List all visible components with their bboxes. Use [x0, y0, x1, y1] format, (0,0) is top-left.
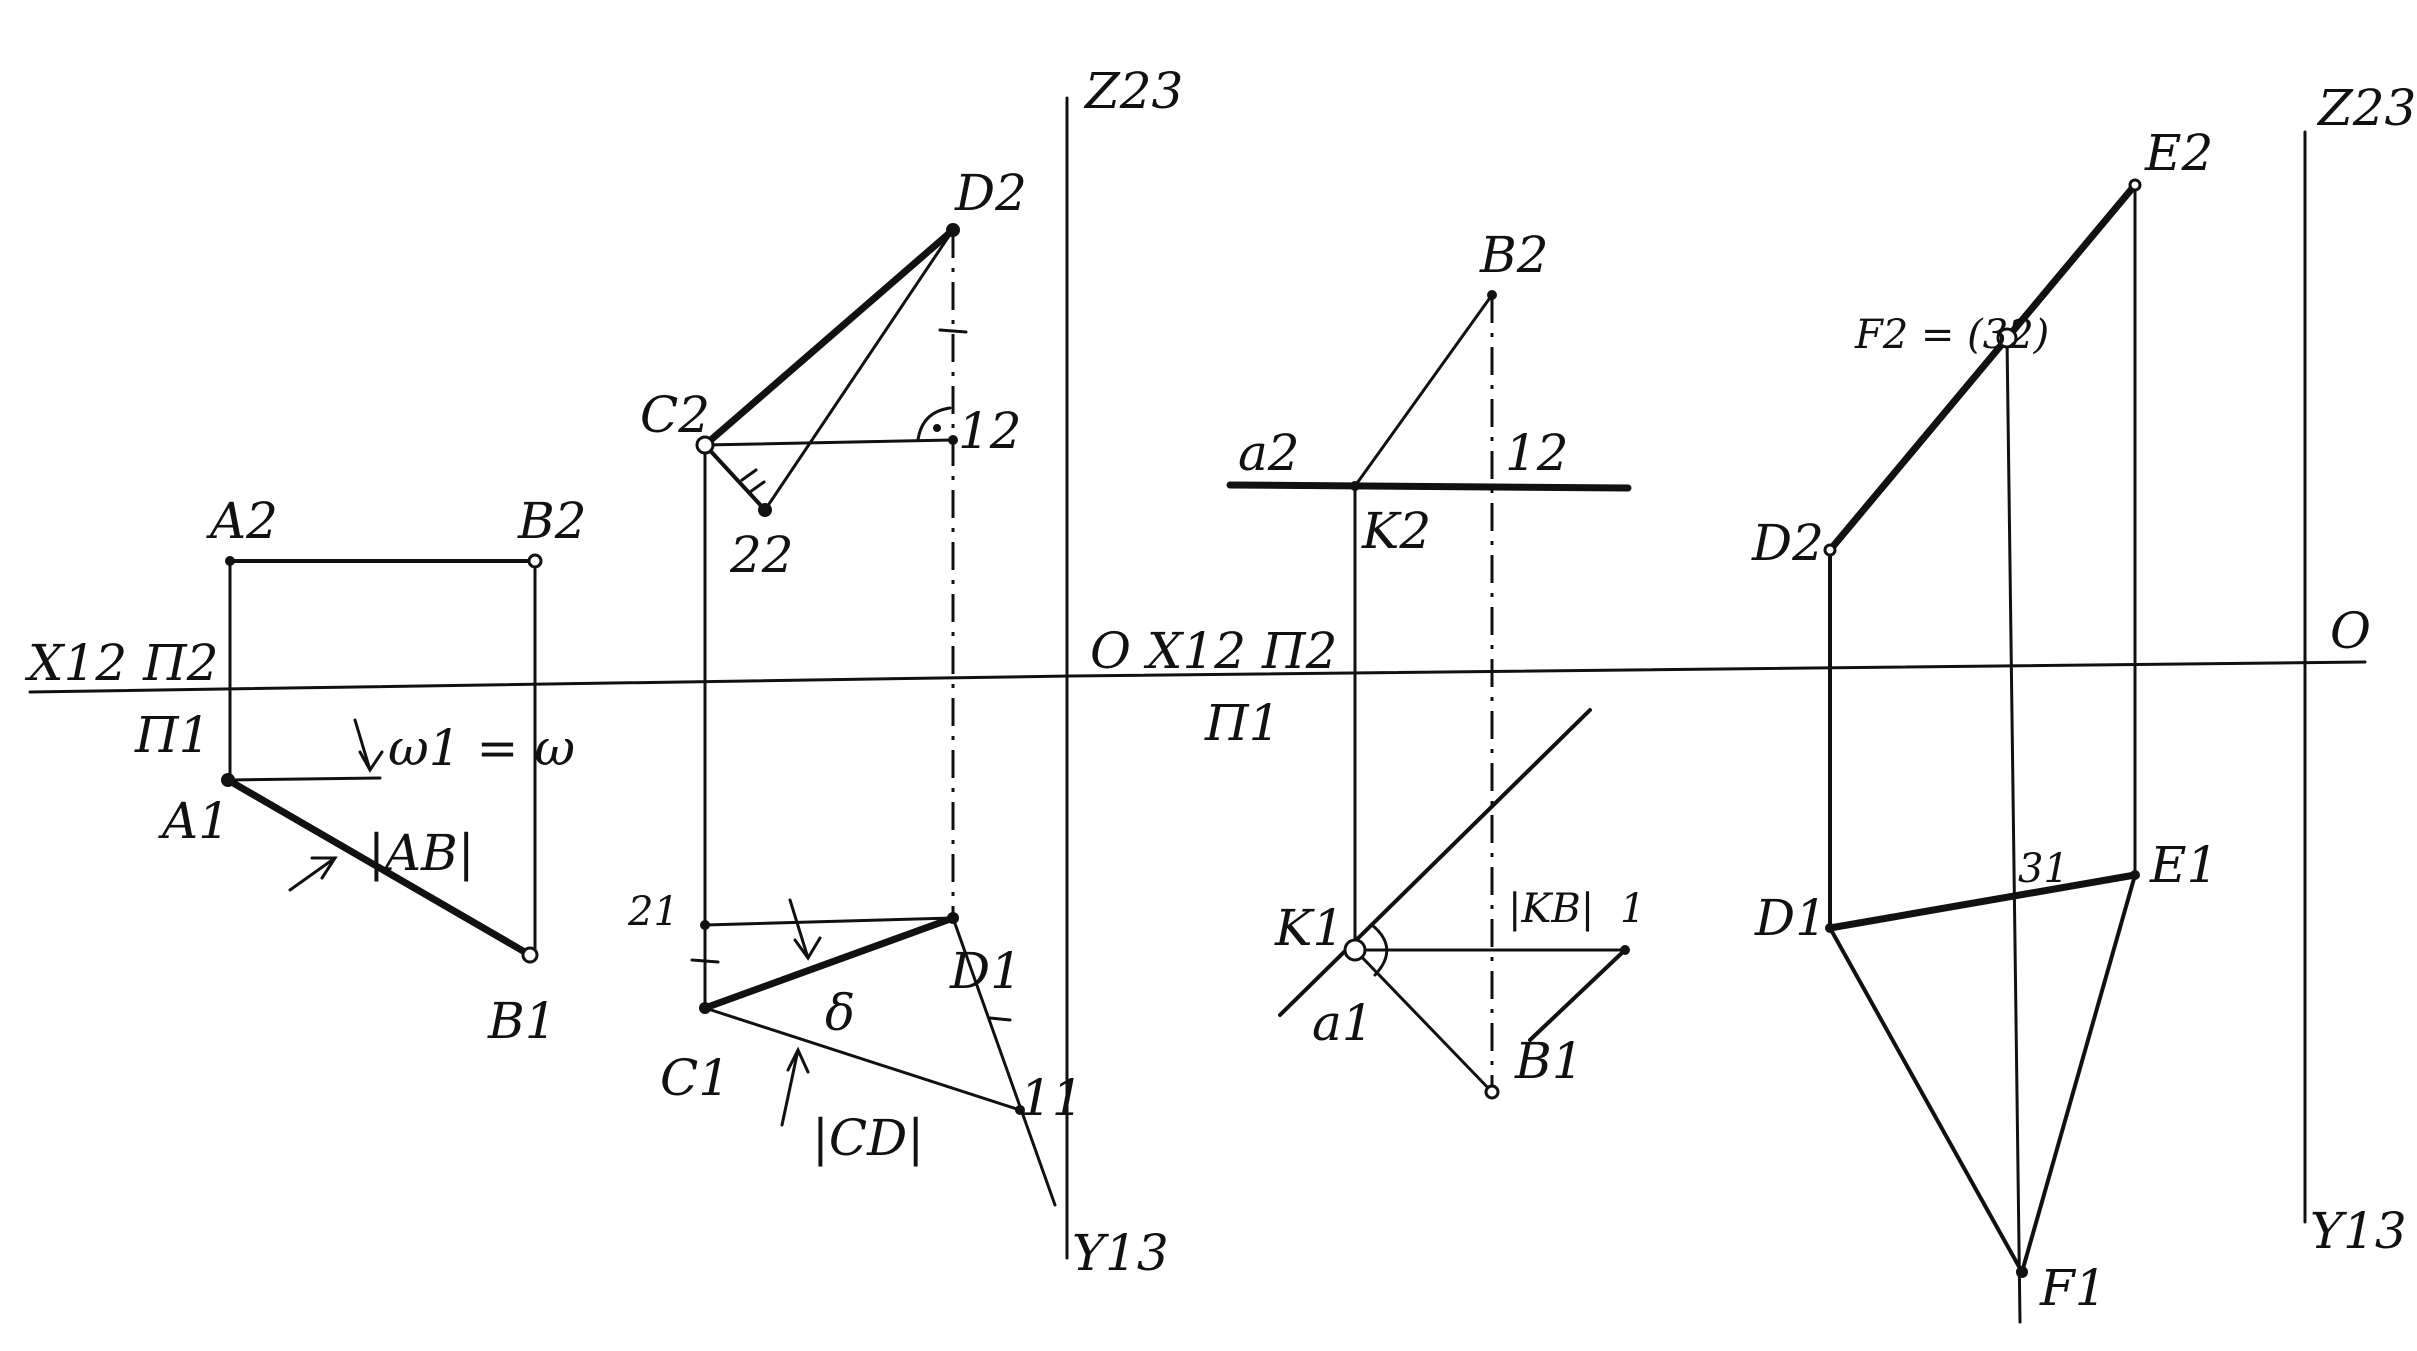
d1-1-1-line [951, 916, 1057, 1207]
label-a1: A1 [158, 792, 230, 850]
point-b2-right [1487, 290, 1497, 300]
point-2-2 [758, 503, 772, 517]
point-c2 [695, 435, 715, 455]
label-delta: δ [825, 984, 855, 1042]
label-c1: C1 [660, 1049, 730, 1107]
label-1-1: 11 [1020, 1069, 1084, 1127]
point-1-right [1620, 945, 1630, 955]
point-2-1 [700, 920, 710, 930]
point-b1-right [1484, 1084, 1500, 1100]
x12-axis-left [28, 674, 1072, 694]
d1-e1-line [1826, 871, 2139, 932]
d2-2-2-line [763, 228, 955, 512]
cd-tick-marks [690, 328, 1012, 1022]
point-f1 [2016, 1266, 2028, 1278]
point-d2-right [1823, 543, 1837, 557]
e1-f1-line [2020, 873, 2137, 1274]
label-e1: E1 [2149, 836, 2218, 894]
label-a1-right: a1 [1312, 994, 1374, 1052]
label-o-right: O [2330, 602, 2371, 660]
point-k2 [1350, 481, 1360, 491]
point-b1 [521, 946, 539, 964]
label-f1: F1 [2039, 1259, 2107, 1317]
one-b1-line [1528, 948, 1627, 1042]
k1-b1-line [1353, 948, 1494, 1094]
label-x12-p2-left: X12 Π2 [24, 634, 219, 692]
two1-d1-line [703, 916, 955, 927]
ab-length-arrow [288, 856, 338, 892]
point-e1 [2130, 870, 2140, 880]
f-link-line [2005, 336, 2022, 1324]
label-c2: C2 [640, 386, 710, 444]
label-d2: D2 [954, 164, 1027, 222]
d2-e2-line [1826, 181, 2139, 554]
point-a1 [221, 773, 235, 787]
point-f2 [1996, 327, 2018, 349]
a1-b1-line [224, 776, 534, 959]
point-c1 [699, 1002, 711, 1014]
label-1-2-right: 12 [1505, 424, 1569, 482]
label-b2: B2 [517, 492, 587, 550]
label-z23-right: Z23 [2316, 79, 2416, 137]
a1-line [1278, 708, 1592, 1017]
label-d1-right: D1 [1754, 889, 1827, 947]
label-ab-length: |AB| [368, 824, 475, 882]
x12-axis-right [1068, 660, 2367, 678]
label-z23-mid: Z23 [1083, 62, 1183, 120]
point-e2 [2128, 178, 2142, 192]
d1-f1-line [1828, 926, 2024, 1274]
point-d2 [946, 223, 960, 237]
c2-2-2-line [703, 443, 767, 512]
point-a2 [225, 556, 235, 566]
c2-d2-line [701, 226, 957, 449]
label-1-2: 12 [958, 402, 1022, 460]
label-d2-right: D2 [1751, 514, 1824, 572]
label-k2: K2 [1361, 502, 1431, 560]
label-e2: E2 [2144, 124, 2213, 182]
label-p1-left: Π1 [134, 706, 210, 764]
point-d1-right [1825, 923, 1835, 933]
c2-1-2-line [703, 438, 955, 447]
cd-length-arrow [780, 1046, 810, 1127]
label-b1-right: B1 [1514, 1032, 1584, 1090]
label-a2: A2 [206, 492, 278, 550]
point-k1 [1343, 938, 1367, 962]
point-1-2 [948, 435, 958, 445]
label-a2-right: a2 [1238, 424, 1300, 482]
omega-arc-arrow [353, 718, 384, 773]
label-p1-mid: Π1 [1204, 694, 1280, 752]
k1-angle-mark [1370, 923, 1389, 977]
label-y13-right: Y13 [2310, 1202, 2407, 1260]
c1-1-1-line [703, 1006, 1022, 1112]
c1-d1-line [701, 914, 957, 1012]
label-2-2: 22 [729, 526, 794, 584]
point-b2 [527, 553, 543, 569]
right-angle-mark [916, 406, 952, 442]
label-omega: ω1 = ω [388, 719, 575, 777]
label-k1: K1 [1274, 899, 1344, 957]
label-b2-right: B2 [1479, 226, 1549, 284]
point-1-1 [1015, 1105, 1025, 1115]
right-angle-dot [933, 424, 941, 432]
delta-arc-arrow [788, 898, 822, 961]
label-3-1: 31 [2018, 846, 2069, 892]
label-kb-length: |KB| [1508, 886, 1594, 932]
label-1-right: 1 [1620, 886, 1645, 932]
label-cd-length: |CD| [812, 1109, 924, 1167]
a2-horizontal-line [1226, 481, 1632, 492]
omega-reference-line [226, 776, 382, 782]
point-d1 [947, 912, 959, 924]
label-b1: B1 [487, 992, 557, 1050]
label-d1: D1 [949, 942, 1022, 1000]
label-o-x12-p2: O X12 Π2 [1090, 622, 1337, 680]
label-2-1: 21 [627, 889, 679, 935]
label-f2-eq: F2 = (32) [1854, 312, 2049, 358]
label-y13-mid: Y13 [1072, 1224, 1169, 1282]
k2-b2-line [1353, 293, 1494, 488]
